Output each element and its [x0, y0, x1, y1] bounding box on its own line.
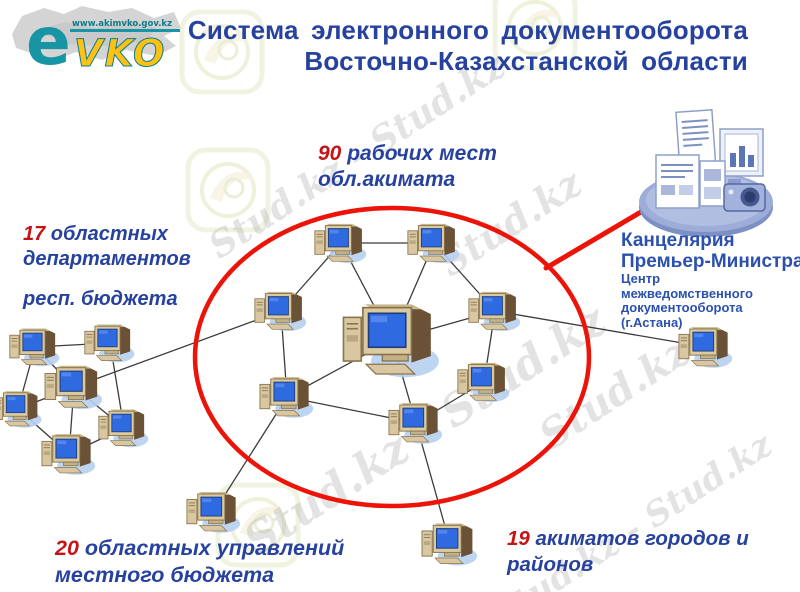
computer-node	[98, 409, 149, 448]
label-19-akimats: 19 акиматов городов и районов	[507, 527, 749, 576]
computer-node	[9, 328, 60, 367]
computer-node	[342, 303, 440, 379]
computer-node	[186, 491, 241, 534]
logo-e: e	[26, 3, 71, 78]
computer-node	[407, 223, 460, 264]
computer-node	[457, 362, 510, 403]
label-90-workplaces: 90 рабочих мест обл.акимата	[318, 142, 497, 191]
count-90: 90	[318, 142, 342, 165]
computer-node	[468, 291, 521, 332]
network-edge	[73, 310, 282, 388]
computer-node	[44, 365, 103, 410]
network-edge	[494, 310, 707, 348]
astana-link-line	[543, 203, 654, 271]
logo-url: www.akimvko.gov.kz	[72, 19, 172, 29]
logo-vko: VKO	[74, 32, 166, 75]
label-chancellery: Канцелярия Премьер-Министра Центр межвед…	[621, 230, 800, 330]
computer-node	[314, 223, 367, 264]
count-17: 17	[23, 223, 46, 245]
network-boundary	[192, 203, 654, 509]
label-17-departments: 17 областных департаментов респ. бюджета	[23, 223, 191, 310]
title-line2: Восточно-Казахстанской области	[304, 46, 748, 76]
document-center-icon	[639, 109, 773, 237]
page-title: Система электронного документооборота Во…	[180, 15, 748, 77]
computer-node	[259, 376, 314, 419]
network-boundary-ellipse	[192, 205, 592, 509]
title-line1: Система электронного документооборота	[187, 15, 748, 45]
computer-node	[254, 291, 307, 332]
computer-node	[84, 324, 135, 363]
count-19: 19	[507, 527, 530, 550]
computer-node	[0, 390, 42, 429]
label-20-administrations: 20 областных управлений местного бюджета	[55, 536, 345, 587]
computer-node	[388, 402, 443, 445]
computer-node	[421, 522, 478, 566]
count-20: 20	[55, 536, 79, 560]
evko-logo: e www.akimvko.gov.kz VKO	[12, 3, 181, 78]
computer-node	[678, 326, 733, 369]
computer-node	[41, 433, 96, 476]
